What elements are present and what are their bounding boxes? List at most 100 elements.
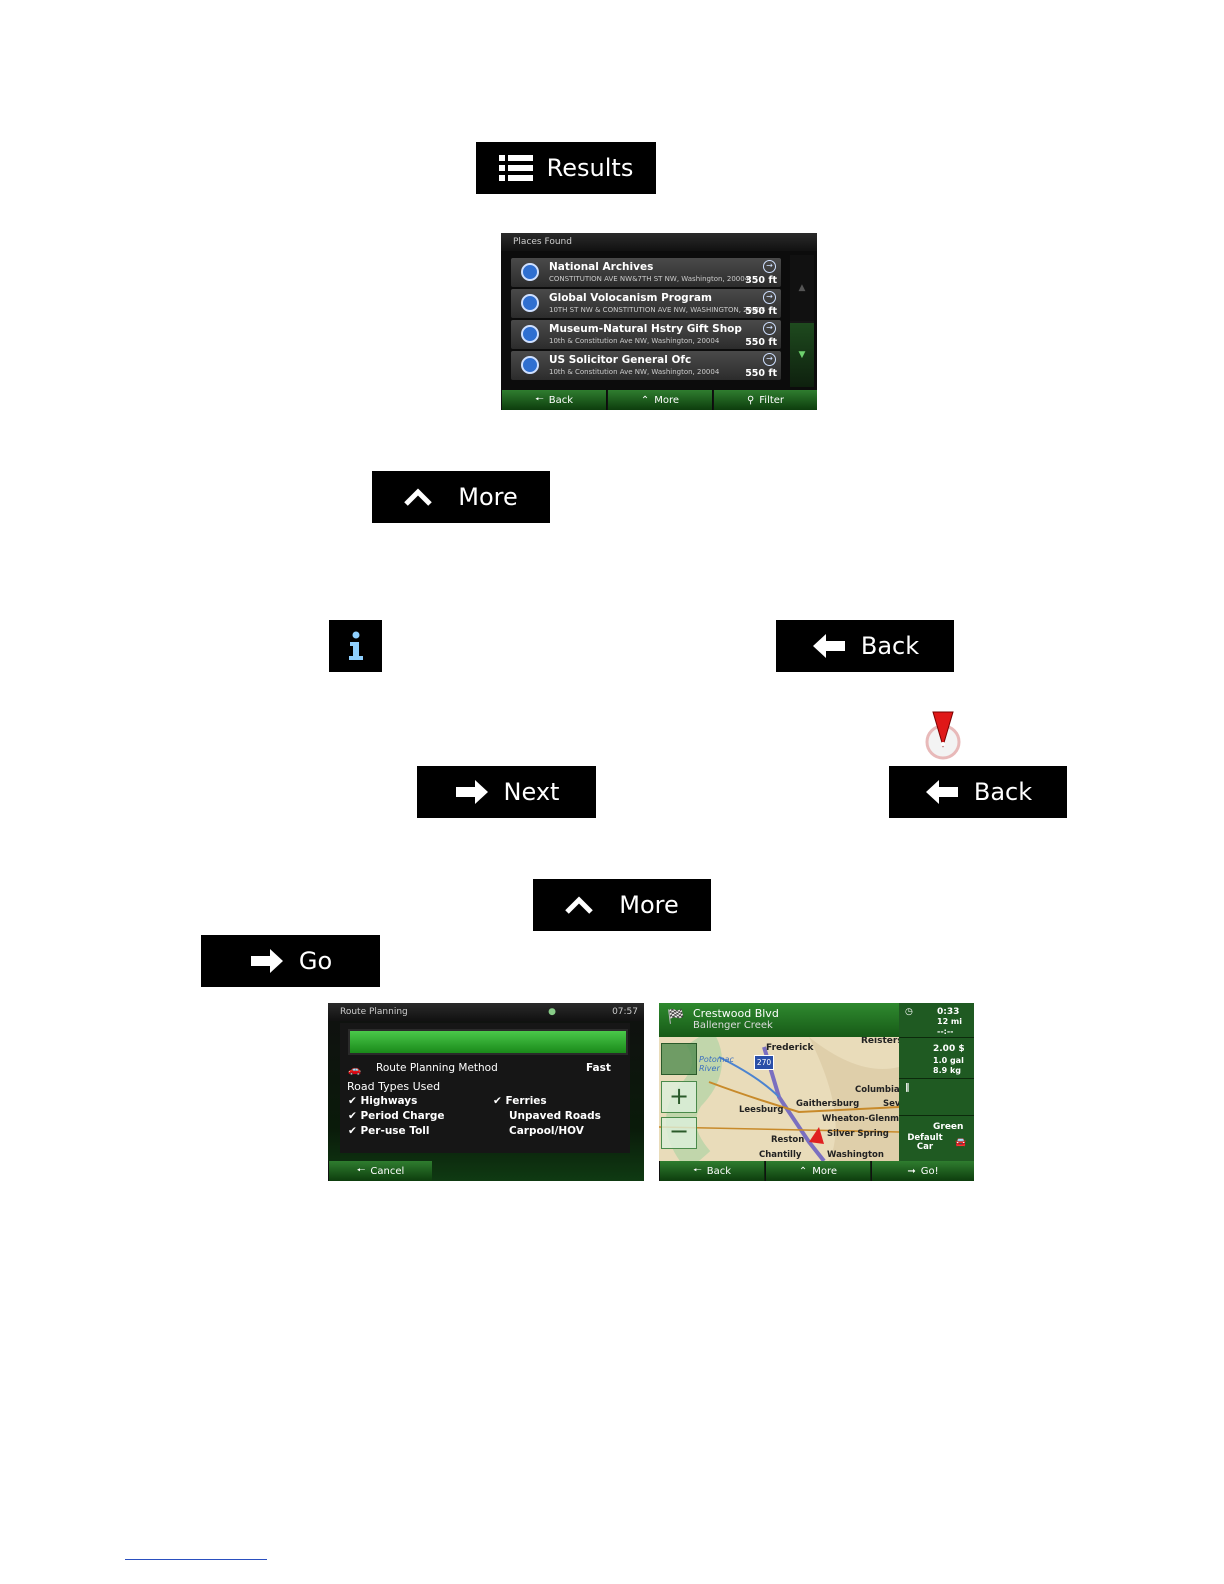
route-eta: --:--	[937, 1027, 954, 1036]
places-found-header: Places Found	[501, 233, 817, 251]
map-label: Reisters	[861, 1037, 899, 1046]
map-label: Sev	[883, 1099, 899, 1109]
gps-icon: ●	[548, 1007, 556, 1017]
route-summary-screen: 🏁 Crestwood Blvd Ballenger Creek Frederi…	[659, 1003, 974, 1181]
chevron-up-icon: ⌃	[640, 394, 650, 406]
destination-street: Crestwood Blvd	[693, 1007, 779, 1020]
footnote-divider	[125, 1559, 267, 1560]
place-address: 10th & Constitution Ave NW, Washington, …	[549, 337, 720, 345]
back-button[interactable]: Back	[776, 620, 954, 672]
map-label: Columbia	[855, 1085, 899, 1095]
place-name: US Solicitor General Ofc	[549, 354, 692, 366]
more-footer-button[interactable]: ⌃ More	[607, 390, 712, 410]
map-pin-icon	[922, 710, 964, 760]
next-button[interactable]: Next	[417, 766, 596, 818]
map-label: Gaithersburg	[796, 1099, 860, 1109]
checkered-flag-icon: 🏁	[667, 1009, 685, 1025]
back-label: Back	[706, 1165, 732, 1177]
map-label: Potomac River	[699, 1055, 734, 1073]
route-planning-header: Route Planning 07:57 ●	[328, 1003, 644, 1021]
go-footer-button[interactable]: ➞ Go!	[871, 1161, 974, 1181]
list-item[interactable]: Global Volocanism Program 10TH ST NW & C…	[511, 289, 781, 318]
results-button[interactable]: Results	[476, 142, 656, 194]
route-settings-cell[interactable]: Green Default Car 🚘	[899, 1116, 974, 1161]
filter-label: Filter	[759, 394, 785, 406]
info-icon	[345, 631, 367, 661]
scrollbar[interactable]: ▲ ▼	[790, 255, 814, 387]
list-item[interactable]: Museum-Natural Hstry Gift Shop 10th & Co…	[511, 320, 781, 349]
zoom-out-button[interactable]: −	[661, 1117, 697, 1149]
back-label: Back	[973, 778, 1033, 806]
chevron-up-icon	[404, 488, 433, 506]
back-label: Back	[548, 394, 574, 406]
map-label: Wheaton-Glenm	[822, 1114, 899, 1124]
vehicle-type: Default Car	[907, 1133, 943, 1152]
back-button[interactable]: Back	[889, 766, 1067, 818]
more-label: More	[458, 483, 518, 511]
route-planning-screen: Route Planning 07:57 ● 🚗 Route Planning …	[328, 1003, 644, 1181]
list-item[interactable]: US Solicitor General Ofc 10th & Constitu…	[511, 351, 781, 380]
scroll-up-icon[interactable]: ▲	[790, 255, 814, 321]
filter-footer-button[interactable]: ⚲ Filter	[713, 390, 817, 410]
arrow-left-icon: 🠔	[534, 393, 544, 405]
more-button[interactable]: More	[533, 879, 711, 931]
navigate-arrow-icon[interactable]: →	[763, 260, 776, 273]
go-button[interactable]: Go	[201, 935, 380, 987]
more-label: More	[654, 394, 680, 406]
arrow-right-icon	[249, 947, 285, 975]
place-name: National Archives	[549, 261, 654, 273]
list-item[interactable]: National Archives CONSTITUTION AVE NW&7T…	[511, 258, 781, 287]
arrow-left-icon: 🠔	[692, 1164, 702, 1176]
back-footer-button[interactable]: 🠔 Back	[501, 390, 606, 410]
screen-title: Route Planning	[340, 1007, 408, 1017]
more-label: More	[812, 1165, 838, 1177]
clock: 07:57	[612, 1007, 638, 1017]
3d-view-button[interactable]	[661, 1043, 697, 1075]
clock-icon: ◷	[905, 1007, 913, 1017]
search-icon: ⚲	[746, 394, 755, 406]
car-icon: 🚗	[348, 1064, 362, 1076]
zoom-in-button[interactable]: +	[661, 1081, 697, 1113]
road-icon: ‖	[905, 1083, 910, 1093]
arrow-left-icon: 🠔	[356, 1164, 366, 1176]
navigate-arrow-icon[interactable]: →	[763, 322, 776, 335]
office-poi-icon	[521, 356, 539, 374]
more-button[interactable]: More	[372, 471, 550, 523]
arrow-left-icon	[924, 778, 960, 806]
more-footer-button[interactable]: ⌃ More	[765, 1161, 870, 1181]
route-info-panel: ◷ 0:33 12 mi --:-- 2.00 $ 1.0 gal 8.9 kg…	[899, 1003, 974, 1161]
route-map[interactable]: Frederick Reisters Potomac River Columbi…	[659, 1037, 899, 1161]
place-name: Global Volocanism Program	[549, 292, 712, 304]
navigate-arrow-icon[interactable]: →	[763, 353, 776, 366]
back-footer-button[interactable]: 🠔 Back	[659, 1161, 764, 1181]
navigate-arrow-icon[interactable]: →	[763, 291, 776, 304]
go-label: Go!	[920, 1165, 939, 1177]
map-label: Chantilly	[759, 1150, 802, 1160]
places-found-screen: Places Found National Archives CONSTITUT…	[501, 233, 817, 410]
next-label: Next	[503, 778, 560, 806]
route-type: Green	[933, 1122, 964, 1132]
map-label: Washington	[827, 1150, 884, 1160]
method-value[interactable]: Fast	[586, 1062, 611, 1074]
road-type-cell: ‖	[899, 1079, 974, 1116]
results-label: Results	[546, 154, 634, 182]
map-label: Silver Spring	[827, 1129, 889, 1139]
route-time: 0:33	[937, 1007, 960, 1017]
place-name: Museum-Natural Hstry Gift Shop	[549, 323, 742, 335]
road-types-label: Road Types Used	[347, 1080, 441, 1093]
back-label: Back	[860, 632, 920, 660]
info-button[interactable]	[329, 620, 382, 672]
road-type-carpool: Carpool/HOV	[509, 1125, 584, 1137]
route-cost: 2.00 $	[933, 1044, 965, 1054]
arrow-left-icon	[811, 632, 847, 660]
progress-bar	[348, 1029, 628, 1055]
route-distance: 12 mi	[937, 1017, 962, 1026]
map-header: 🏁 Crestwood Blvd Ballenger Creek	[659, 1003, 899, 1037]
list-icon	[498, 155, 533, 181]
camera-poi-icon	[521, 263, 539, 281]
more-label: More	[619, 891, 679, 919]
shop-poi-icon	[521, 325, 539, 343]
cancel-button[interactable]: 🠔 Cancel	[328, 1161, 432, 1181]
scroll-down-icon[interactable]: ▼	[790, 323, 814, 387]
place-distance: 550 ft	[745, 337, 777, 348]
